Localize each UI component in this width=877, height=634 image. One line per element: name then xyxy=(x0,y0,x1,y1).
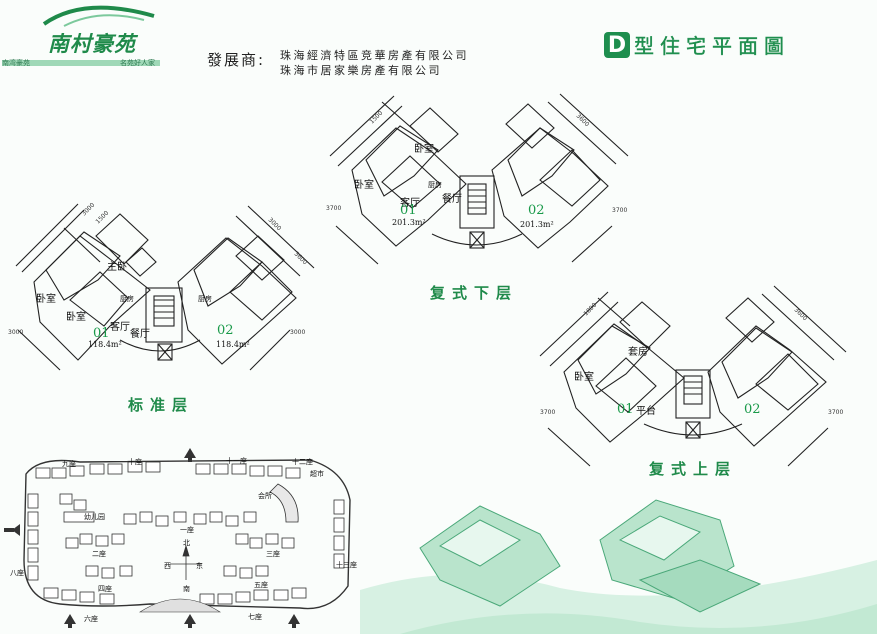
svg-text:3600: 3600 xyxy=(793,306,809,322)
room-bedroom: 卧室 xyxy=(574,372,594,383)
room-kitchen: 厨房 xyxy=(120,295,134,303)
svg-text:3000: 3000 xyxy=(290,329,305,336)
unit-area: 201.3m² xyxy=(392,218,426,227)
block-label: 二座 xyxy=(92,550,106,558)
developer-line-2: 珠海市居家樂房產有限公司 xyxy=(280,64,442,77)
block-label: 七座 xyxy=(248,613,262,621)
title-letter: D xyxy=(604,31,630,58)
svg-text:1500: 1500 xyxy=(94,210,110,226)
svg-text:3000: 3000 xyxy=(267,216,283,232)
block-label: 十二座 xyxy=(292,458,313,466)
compass-east: 东 xyxy=(196,562,203,570)
developer-line-1: 珠海經濟特區竞華房產有限公司 xyxy=(280,49,469,62)
unit-01: 01 xyxy=(93,326,110,341)
svg-text:3700: 3700 xyxy=(828,409,843,416)
svg-text:3600: 3600 xyxy=(575,112,591,128)
clubhouse-label: 会所 xyxy=(258,492,272,500)
compass-north: 北 xyxy=(183,539,190,547)
svg-text:3700: 3700 xyxy=(540,409,555,416)
block-label: 八座 xyxy=(10,569,24,577)
supermarket-label: 超市 xyxy=(310,470,324,478)
block-label: 十三座 xyxy=(336,561,357,569)
standard-floor-plan xyxy=(15,203,315,371)
caption-standard-floor: 标准层 xyxy=(128,396,195,414)
room-living: 客厅 xyxy=(110,322,130,333)
svg-text:3600: 3600 xyxy=(293,250,309,266)
room-kitchen: 厨房 xyxy=(198,295,212,303)
room-bedroom: 卧室 xyxy=(354,180,374,191)
room-living: 客厅 xyxy=(400,198,420,209)
site-plan-drawing xyxy=(4,448,351,628)
svg-text:3700: 3700 xyxy=(326,205,341,212)
room-dining: 餐厅 xyxy=(442,194,462,205)
block-label: 四座 xyxy=(98,585,112,593)
logo-name: 南村豪苑 xyxy=(48,31,136,56)
svg-text:1500: 1500 xyxy=(368,110,384,126)
unit-02: 02 xyxy=(744,402,761,417)
unit-area: 118.4m² xyxy=(88,340,122,349)
lower-duplex-plan xyxy=(329,93,629,265)
room-terrace: 平台 xyxy=(636,406,656,417)
unit-01: 01 xyxy=(400,203,417,218)
room-kitchen: 厨房 xyxy=(428,181,442,189)
compass-south: 南 xyxy=(183,585,190,593)
svg-text:3700: 3700 xyxy=(612,207,627,214)
block-label: 三座 xyxy=(266,550,280,558)
compass-west: 西 xyxy=(164,562,171,570)
block-label: 六座 xyxy=(84,615,98,623)
block-label: 十座 xyxy=(128,458,142,466)
developer-label: 發展商: xyxy=(207,51,266,69)
room-dining: 餐厅 xyxy=(130,329,150,340)
unit-01: 01 xyxy=(617,402,634,417)
svg-text:3000: 3000 xyxy=(80,202,96,218)
upper-duplex-plan xyxy=(539,285,847,467)
unit-02: 02 xyxy=(528,203,545,218)
unit-area: 201.3m² xyxy=(520,220,554,229)
unit-area: 118.4m² xyxy=(216,340,250,349)
block-label: 九座 xyxy=(62,460,76,468)
room-suite: 套房 xyxy=(628,347,648,358)
title-text: 型住宅平面圖 xyxy=(634,34,790,58)
room-master-bedroom: 主卧 xyxy=(107,262,127,273)
svg-text:3000: 3000 xyxy=(8,329,23,336)
logo xyxy=(4,2,164,64)
room-bedroom: 卧室 xyxy=(66,312,86,323)
caption-lower-duplex: 复式下层 xyxy=(430,284,519,302)
logo-slogan-left: 南湾豪苑 xyxy=(2,59,30,67)
block-label: 十一座 xyxy=(226,457,247,465)
compass-rose xyxy=(170,544,202,580)
room-bedroom: 卧室 xyxy=(36,294,56,305)
logo-bar xyxy=(2,60,160,66)
caption-upper-duplex: 复式上层 xyxy=(649,460,738,478)
model-renders xyxy=(419,499,762,613)
room-bedroom: 卧室 xyxy=(414,144,434,155)
block-label: 五座 xyxy=(254,581,268,589)
logo-swoosh xyxy=(42,5,155,27)
logo-slogan-right: 名苑好人家 xyxy=(120,59,155,67)
kindergarten-label: 幼儿园 xyxy=(84,513,105,521)
unit-02: 02 xyxy=(217,323,234,338)
block-label: 一座 xyxy=(180,526,194,534)
